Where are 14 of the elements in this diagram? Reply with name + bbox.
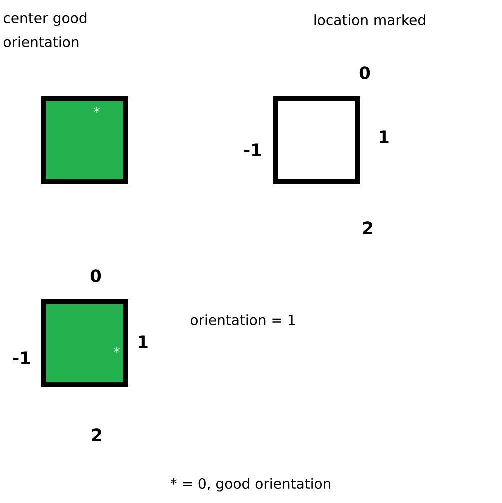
note: orientation = 1 — [190, 314, 296, 326]
side-number: 2 — [92, 428, 102, 442]
caption: * = 0, good orientation — [170, 478, 330, 492]
heading: center good orientation — [4, 12, 87, 48]
side-number: 0 — [360, 66, 370, 80]
side-number: 1 — [380, 130, 389, 144]
heading: location marked — [314, 14, 426, 26]
asterisk: * — [94, 107, 100, 114]
asterisk: * — [114, 347, 120, 354]
side-number: 2 — [363, 222, 372, 234]
side-number: 1 — [139, 336, 148, 348]
side-number: -1 — [244, 144, 262, 156]
side-number: -1 — [13, 352, 30, 364]
side-number: 0 — [90, 270, 102, 282]
